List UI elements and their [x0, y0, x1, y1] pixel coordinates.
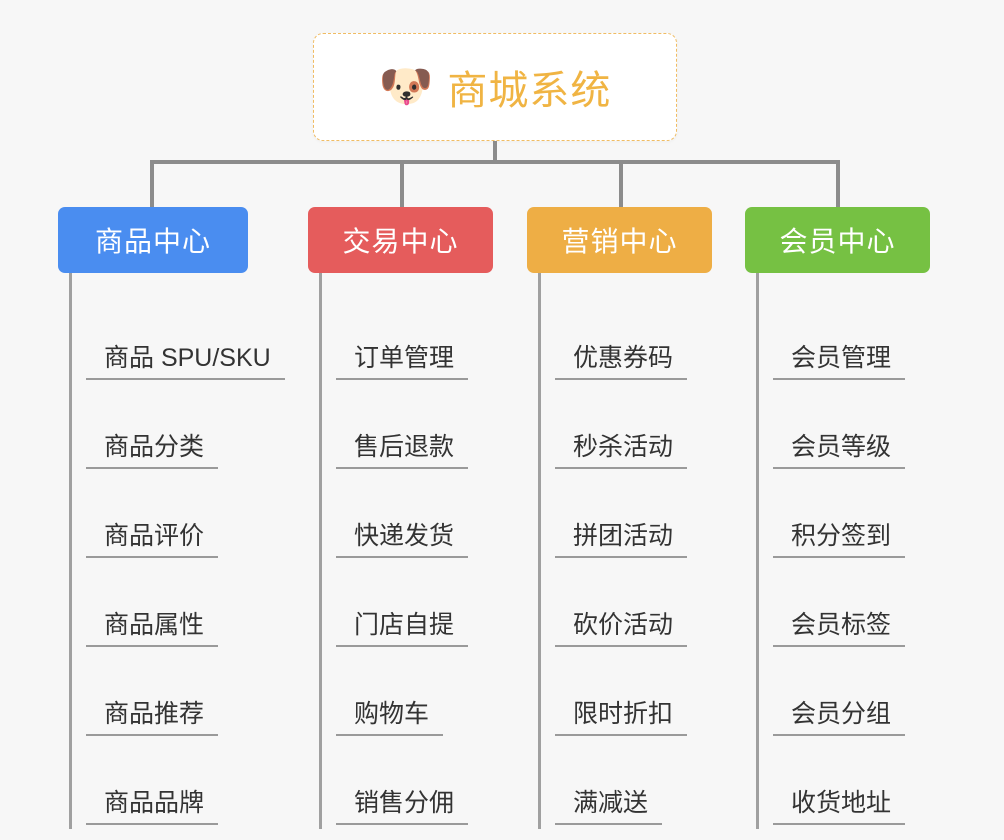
leaf-item[interactable]: 会员等级 — [773, 384, 930, 473]
leaf-label: 会员分组 — [773, 700, 906, 736]
leaf-item[interactable]: 商品推荐 — [86, 651, 248, 740]
leaf-label: 限时折扣 — [555, 700, 688, 736]
branch-trade-center: 交易中心 订单管理 售后退款 快递发货 门店自提 购物车 销售分佣 — [308, 207, 493, 829]
leaf-item[interactable]: 会员管理 — [773, 295, 930, 384]
connector-drop-marketing-center — [619, 160, 623, 208]
connector-drop-member-center — [836, 160, 840, 208]
category-title: 会员中心 — [779, 226, 896, 257]
leaf-item[interactable]: 秒杀活动 — [555, 384, 712, 473]
leaf-item[interactable]: 商品评价 — [86, 473, 248, 562]
leaf-label: 积分签到 — [773, 522, 906, 558]
leaf-list-product-center: 商品 SPU/SKU 商品分类 商品评价 商品属性 商品推荐 商品品牌 — [69, 273, 285, 829]
leaf-item[interactable]: 优惠券码 — [555, 295, 712, 384]
leaf-item[interactable]: 拼团活动 — [555, 473, 712, 562]
leaf-label: 购物车 — [336, 700, 444, 736]
leaf-label: 秒杀活动 — [555, 433, 688, 469]
leaf-item[interactable]: 销售分佣 — [336, 740, 493, 829]
connector-drop-trade-center — [400, 160, 404, 208]
leaf-item[interactable]: 会员分组 — [773, 651, 930, 740]
category-header-member-center[interactable]: 会员中心 — [745, 207, 930, 273]
leaf-label: 优惠券码 — [555, 344, 688, 380]
leaf-label: 砍价活动 — [555, 611, 688, 647]
leaf-item[interactable]: 快递发货 — [336, 473, 493, 562]
connector-drop-product-center — [150, 160, 154, 208]
leaf-item[interactable]: 商品属性 — [86, 562, 248, 651]
branch-product-center: 商品中心 商品 SPU/SKU 商品分类 商品评价 商品属性 商品推荐 商品品牌 — [58, 207, 285, 829]
leaf-label: 门店自提 — [336, 611, 469, 647]
branch-member-center: 会员中心 会员管理 会员等级 积分签到 会员标签 会员分组 收货地址 — [745, 207, 930, 829]
leaf-label: 售后退款 — [336, 433, 469, 469]
leaf-label: 商品分类 — [86, 433, 219, 469]
leaf-item[interactable]: 收货地址 — [773, 740, 930, 829]
leaf-label: 快递发货 — [336, 522, 469, 558]
leaf-item[interactable]: 商品品牌 — [86, 740, 248, 829]
leaf-item[interactable]: 限时折扣 — [555, 651, 712, 740]
category-header-marketing-center[interactable]: 营销中心 — [527, 207, 712, 273]
leaf-item[interactable]: 商品分类 — [86, 384, 248, 473]
leaf-list-trade-center: 订单管理 售后退款 快递发货 门店自提 购物车 销售分佣 — [319, 273, 493, 829]
leaf-item[interactable]: 售后退款 — [336, 384, 493, 473]
connector-horizontal-bus — [150, 160, 840, 164]
leaf-item[interactable]: 商品 SPU/SKU — [86, 295, 285, 384]
leaf-label: 销售分佣 — [336, 789, 469, 825]
leaf-list-member-center: 会员管理 会员等级 积分签到 会员标签 会员分组 收货地址 — [756, 273, 930, 829]
category-header-trade-center[interactable]: 交易中心 — [308, 207, 493, 273]
leaf-label: 会员管理 — [773, 344, 906, 380]
leaf-label: 商品评价 — [86, 522, 219, 558]
leaf-item[interactable]: 砍价活动 — [555, 562, 712, 651]
leaf-item[interactable]: 会员标签 — [773, 562, 930, 651]
leaf-item[interactable]: 积分签到 — [773, 473, 930, 562]
category-title: 交易中心 — [342, 226, 459, 257]
leaf-label: 商品属性 — [86, 611, 219, 647]
connector-root-stem — [493, 141, 497, 164]
leaf-label: 拼团活动 — [555, 522, 688, 558]
category-title: 商品中心 — [94, 226, 211, 257]
leaf-label: 收货地址 — [773, 789, 906, 825]
leaf-label: 商品 SPU/SKU — [86, 344, 285, 380]
leaf-item[interactable]: 门店自提 — [336, 562, 493, 651]
leaf-item[interactable]: 订单管理 — [336, 295, 493, 384]
root-title: 商城系统 — [447, 69, 612, 113]
leaf-label: 会员标签 — [773, 611, 906, 647]
leaf-label: 满减送 — [555, 789, 663, 825]
leaf-label: 商品品牌 — [86, 789, 219, 825]
leaf-list-marketing-center: 优惠券码 秒杀活动 拼团活动 砍价活动 限时折扣 满减送 — [538, 273, 712, 829]
root-node[interactable]: 🐶 商城系统 — [313, 33, 677, 141]
branch-marketing-center: 营销中心 优惠券码 秒杀活动 拼团活动 砍价活动 限时折扣 满减送 — [527, 207, 712, 829]
category-title: 营销中心 — [561, 226, 678, 257]
leaf-label: 会员等级 — [773, 433, 906, 469]
leaf-item[interactable]: 购物车 — [336, 651, 493, 740]
shiba-dog-face-icon: 🐶 — [378, 62, 434, 111]
leaf-label: 订单管理 — [336, 344, 469, 380]
leaf-label: 商品推荐 — [86, 700, 219, 736]
category-header-product-center[interactable]: 商品中心 — [58, 207, 248, 273]
leaf-item[interactable]: 满减送 — [555, 740, 712, 829]
